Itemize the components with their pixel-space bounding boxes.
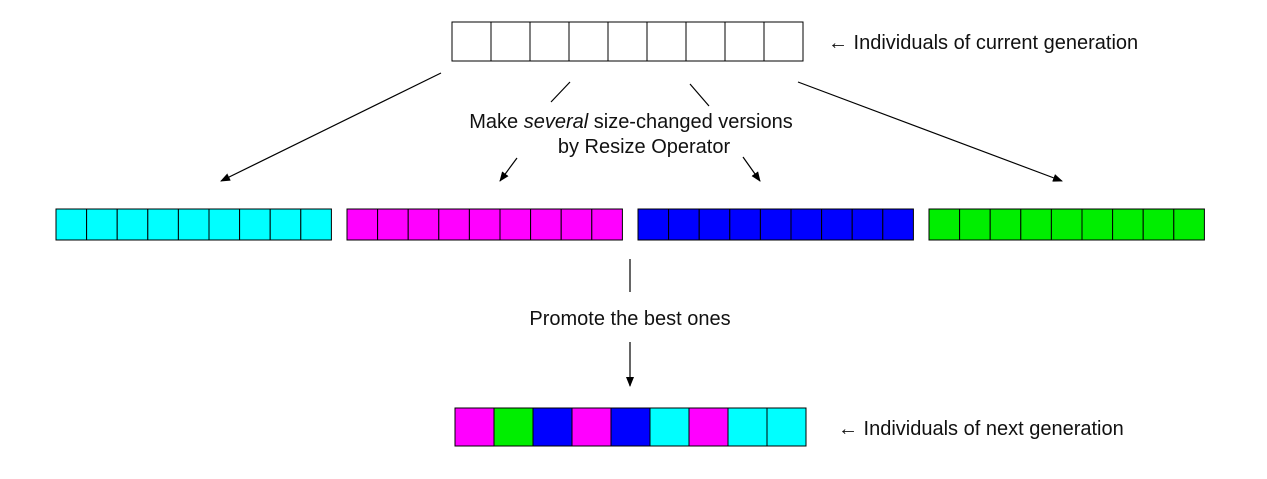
next-generation-cell-6 [649, 407, 690, 447]
next-generation-cell-3 [532, 407, 573, 447]
version-blue-cell-5 [759, 208, 792, 241]
current-generation-row [451, 21, 804, 62]
version-magenta-cell-9 [591, 208, 623, 241]
version-magenta-cell-1 [346, 208, 379, 241]
version-green-cell-4 [1020, 208, 1052, 241]
arrow-to-cyan-version [220, 72, 442, 182]
version-green-cell-8 [1142, 208, 1175, 241]
next-generation-cell-8 [727, 407, 768, 447]
version-cyan-cell-4 [147, 208, 179, 241]
arrow-stem-to-blue-version [689, 83, 710, 107]
version-cyan-cell-2 [86, 208, 118, 241]
current-generation-cell-2 [490, 21, 531, 62]
version-blue-cell-1 [637, 208, 670, 241]
version-blue-cell-8 [851, 208, 884, 241]
version-blue-cell-9 [882, 208, 914, 241]
current-generation-cell-1 [451, 21, 492, 62]
next-generation-row [454, 407, 807, 447]
version-cyan-cell-8 [269, 208, 302, 241]
version-green-cell-7 [1112, 208, 1144, 241]
version-blue-cell-7 [821, 208, 853, 241]
version-blue-cell-3 [698, 208, 731, 241]
promote-step-label: Promote the best ones [529, 308, 730, 330]
version-green-cell-9 [1173, 208, 1205, 241]
version-cyan-cell-7 [239, 208, 271, 241]
next-generation-label: ← Individuals of next generation [838, 418, 1124, 440]
next-generation-cell-9 [766, 407, 807, 447]
next-generation-cell-4 [571, 407, 612, 447]
version-magenta-cell-7 [530, 208, 562, 241]
version-magenta-cell-3 [407, 208, 440, 241]
arrow-stem-to-magenta-version [550, 81, 571, 103]
version-cyan-cell-3 [116, 208, 149, 241]
resize-step-label: Make several size-changed versions [469, 111, 793, 133]
resize-step-label-after: size-changed versions [588, 111, 793, 133]
next-generation-cell-1 [454, 407, 495, 447]
version-magenta-cell-2 [377, 208, 409, 241]
resize-step-label-before: Make [469, 111, 523, 133]
arrow-to-blue-version [742, 156, 761, 182]
current-generation-cell-3 [529, 21, 570, 62]
resize-step-label-emphasis: several [524, 111, 589, 133]
version-green-cell-1 [928, 208, 961, 241]
version-blue-cell-2 [668, 208, 700, 241]
version-magenta-cell-4 [438, 208, 470, 241]
current-generation-cell-8 [724, 21, 765, 62]
version-green-cell-5 [1050, 208, 1083, 241]
current-generation-label: ← Individuals of current generation [828, 32, 1138, 54]
current-generation-cell-6 [646, 21, 687, 62]
version-magenta-cell-5 [468, 208, 501, 241]
arrow-to-magenta-version [499, 157, 518, 182]
version-blue-cell-4 [729, 208, 761, 241]
version-cyan-cell-5 [177, 208, 210, 241]
next-generation-cell-2 [493, 407, 534, 447]
version-green-cell-2 [959, 208, 991, 241]
version-green-cell-6 [1081, 208, 1114, 241]
size-changed-versions [55, 208, 1205, 241]
arrow-to-green-version [797, 81, 1063, 182]
version-cyan [55, 208, 332, 241]
current-generation-cell-9 [763, 21, 804, 62]
current-generation-cell-5 [607, 21, 648, 62]
current-generation-cell-7 [685, 21, 726, 62]
resize-step-label-line2: by Resize Operator [558, 136, 731, 158]
version-magenta-cell-8 [560, 208, 593, 241]
version-cyan-cell-9 [300, 208, 332, 241]
version-green [928, 208, 1205, 241]
version-cyan-cell-1 [55, 208, 88, 241]
version-cyan-cell-6 [208, 208, 241, 241]
version-blue [637, 208, 914, 241]
version-blue-cell-6 [790, 208, 823, 241]
current-generation-cell-4 [568, 21, 609, 62]
version-magenta-cell-6 [499, 208, 532, 241]
next-generation-cell-7 [688, 407, 729, 447]
next-generation-cell-5 [610, 407, 651, 447]
version-magenta [346, 208, 623, 241]
version-green-cell-3 [989, 208, 1022, 241]
